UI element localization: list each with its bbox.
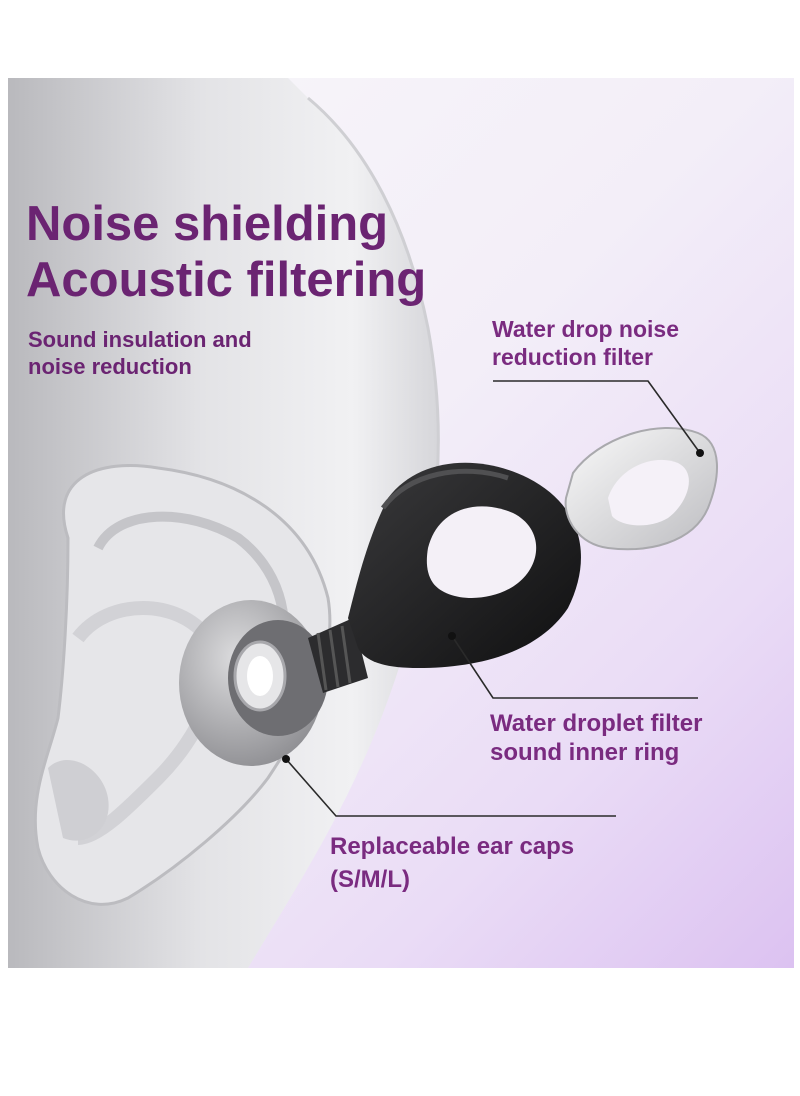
earplug-body-hole (426, 506, 537, 598)
callout-leader-lines (282, 380, 704, 817)
callout-inner-ring-line-1: Water droplet filter (490, 710, 703, 737)
subheading: Sound insulation and noise reduction (28, 326, 252, 380)
callout-inner-ring-line-2: sound inner ring (490, 739, 680, 766)
product-image: Noise shielding Acoustic filtering Sound… (8, 78, 794, 968)
callout-filter-line-1: Water drop noise (492, 316, 679, 342)
callout-ear-caps-line-2: (S/M/L) (330, 866, 410, 893)
callout-filter: Water drop noise reduction filter (492, 315, 679, 371)
subheading-line-1: Sound insulation and (28, 327, 252, 352)
callout-ear-caps-line-1: Replaceable ear caps (330, 833, 575, 860)
headline-line-1: Noise shielding (26, 197, 389, 251)
headline-line-2: Acoustic filtering (26, 253, 427, 307)
callout-inner-ring: Water droplet filter sound inner ring (490, 709, 702, 767)
subheading-line-2: noise reduction (28, 354, 192, 379)
product-illustration (8, 78, 718, 968)
callout-filter-line-2: reduction filter (492, 344, 654, 370)
callout-ear-caps: Replaceable ear caps (S/M/L) (330, 830, 574, 896)
